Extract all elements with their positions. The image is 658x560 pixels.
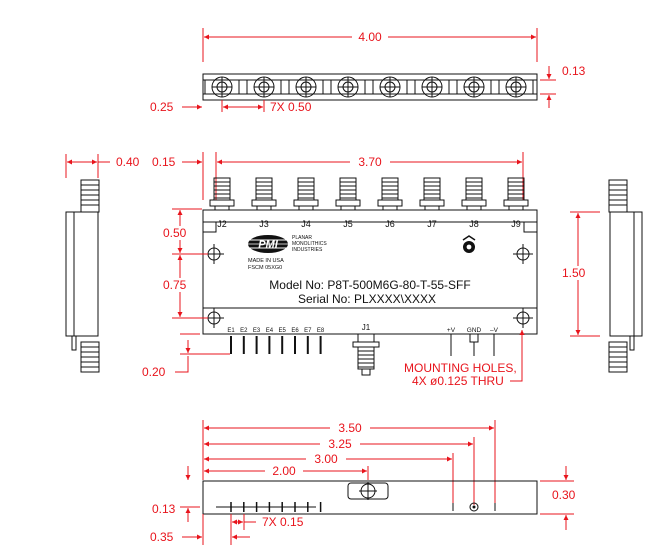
bottom-dim-3: 3.00 xyxy=(314,452,338,466)
company-line-2: MONOLITHICS xyxy=(292,241,327,247)
mounting-hole-bottom-right xyxy=(513,308,533,328)
direction-symbol xyxy=(462,235,476,253)
sma-connector xyxy=(251,177,277,211)
pin-label: E1 xyxy=(227,328,235,334)
side-depth-dim: 0.40 xyxy=(116,155,140,169)
top-connector xyxy=(204,76,240,98)
mounting-note-2: 4X ø0.125 THRU xyxy=(412,374,504,388)
connector-label: J5 xyxy=(343,219,353,229)
sma-connector xyxy=(503,177,529,211)
serial-number: Serial No: PLXXXX\XXXX xyxy=(298,292,436,306)
top-connector xyxy=(246,76,282,98)
top-offset-dim: 0.25 xyxy=(150,100,174,114)
pin-label: E2 xyxy=(240,328,248,334)
sma-connector xyxy=(377,177,403,211)
pin-length-dim: 0.20 xyxy=(142,365,166,379)
j1-connector xyxy=(352,333,380,376)
pin-label: E8 xyxy=(317,328,325,334)
thickness-dim: 0.30 xyxy=(552,488,576,502)
bottom-edge-dim: 0.13 xyxy=(152,502,176,516)
control-pins: E1 E2 E3 E4 E5 E6 E7 E8 xyxy=(227,328,325,354)
pmi-logo: PMI xyxy=(248,235,288,253)
model-number: Model No: P8T-500M6G-80-T-55-SFF xyxy=(269,278,470,292)
connector-label: J7 xyxy=(427,219,437,229)
j1-label: J1 xyxy=(362,323,371,332)
sma-connector xyxy=(335,177,361,211)
connector-label: J9 xyxy=(511,219,521,229)
bottom-offset-dim: 0.35 xyxy=(150,530,174,544)
connector-label: J6 xyxy=(385,219,395,229)
pin-label: E5 xyxy=(279,328,287,334)
top-pitch-dim: 7X 0.50 xyxy=(270,100,312,114)
top-connector xyxy=(414,76,450,98)
hole-spacing-dim: 0.75 xyxy=(163,278,187,292)
origin-line-1: MADE IN USA xyxy=(248,258,284,264)
sma-connector xyxy=(209,177,235,211)
bottom-dim-4: 2.00 xyxy=(272,464,296,478)
front-edge-dim: 0.15 xyxy=(152,155,176,169)
top-connectors xyxy=(204,76,534,98)
bottom-dim-2: 3.25 xyxy=(328,437,352,451)
company-line-3: INDUSTRIES xyxy=(292,247,323,253)
top-height-dim: 0.13 xyxy=(562,64,586,78)
origin-line-2: FSCM 05XG0 xyxy=(248,265,282,271)
front-view: 0.15 3.70 J2 J3 J4 J5 J6 J7 J8 J9 xyxy=(142,152,538,388)
connector-label: J2 xyxy=(217,219,227,229)
sma-connector xyxy=(419,177,445,211)
pin-label: E4 xyxy=(266,328,274,334)
height-dim: 1.50 xyxy=(562,266,586,280)
top-connector xyxy=(456,76,492,98)
hole-top-dim: 0.50 xyxy=(163,226,187,240)
bottom-pin-row xyxy=(230,502,322,512)
bottom-pitch-dim: 7X 0.15 xyxy=(262,515,304,529)
pin-label: E7 xyxy=(304,328,312,334)
mounting-hole-top-right xyxy=(513,244,533,264)
sma-connector xyxy=(461,177,487,211)
bottom-dim-1: 3.50 xyxy=(338,421,362,435)
left-side-view: 0.40 xyxy=(65,154,140,373)
power-label-minus: –V xyxy=(490,327,499,334)
mounting-note-1: MOUNTING HOLES, xyxy=(404,361,517,375)
top-width-dim: 4.00 xyxy=(358,30,382,44)
right-side-view: 1.50 xyxy=(558,179,643,373)
company-line-1: PLANAR xyxy=(292,235,312,241)
front-span-dim: 3.70 xyxy=(358,155,382,169)
connector-label: J8 xyxy=(469,219,479,229)
top-connector xyxy=(372,76,408,98)
pin-label: E3 xyxy=(253,328,261,334)
top-connector xyxy=(498,76,534,98)
power-label-gnd: GND xyxy=(467,327,482,334)
top-view: 4.00 0.13 0.25 7X 0.50 xyxy=(150,28,586,114)
power-label-plus: +V xyxy=(447,327,456,334)
front-connectors xyxy=(209,177,529,211)
logo-text: PMI xyxy=(258,239,279,251)
pin-label: E6 xyxy=(291,328,299,334)
top-connector xyxy=(288,76,324,98)
top-connector xyxy=(330,76,366,98)
bottom-view: 3.50 3.25 3.00 2.00 0.30 xyxy=(150,420,582,545)
sma-connector xyxy=(293,177,319,211)
connector-label: J4 xyxy=(301,219,311,229)
connector-labels: J2 J3 J4 J5 J6 J7 J8 J9 xyxy=(217,219,521,229)
connector-label: J3 xyxy=(259,219,269,229)
